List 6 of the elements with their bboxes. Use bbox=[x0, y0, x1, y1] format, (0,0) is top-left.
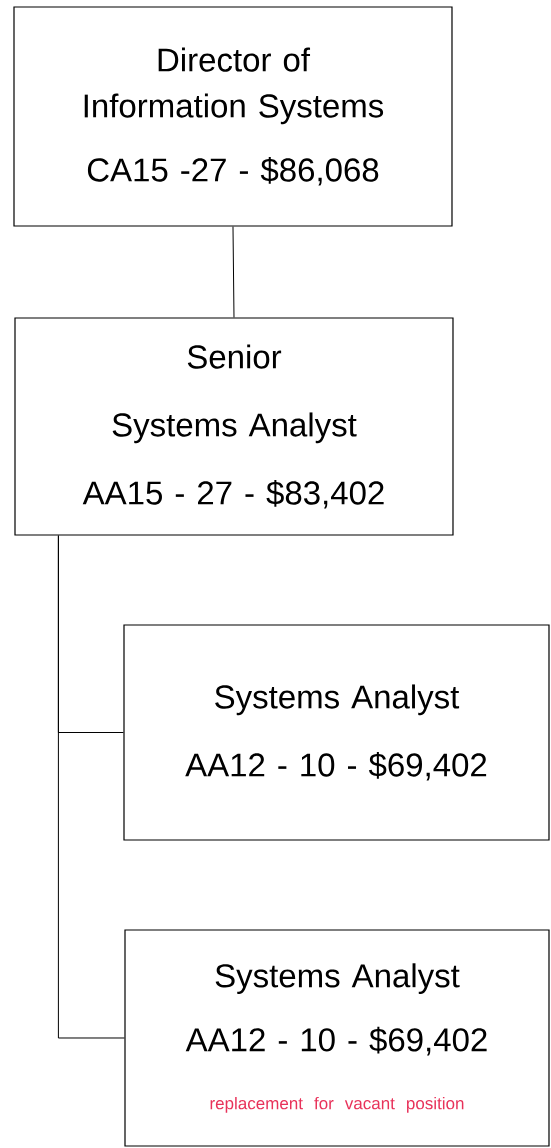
position-box: Systems Analyst AA12 - 10 - $69,402 bbox=[123, 624, 550, 841]
connector-line bbox=[232, 226, 235, 318]
position-box: Systems Analyst AA12 - 10 - $69,402 replacement for vacant position bbox=[124, 929, 550, 1147]
connector-line bbox=[57, 535, 124, 733]
position-box: Director of Information Systems CA15 -27 - $86,068 bbox=[13, 6, 453, 227]
position-box: Senior Systems Analyst AA15 - 27 - $83,402 bbox=[14, 317, 454, 536]
